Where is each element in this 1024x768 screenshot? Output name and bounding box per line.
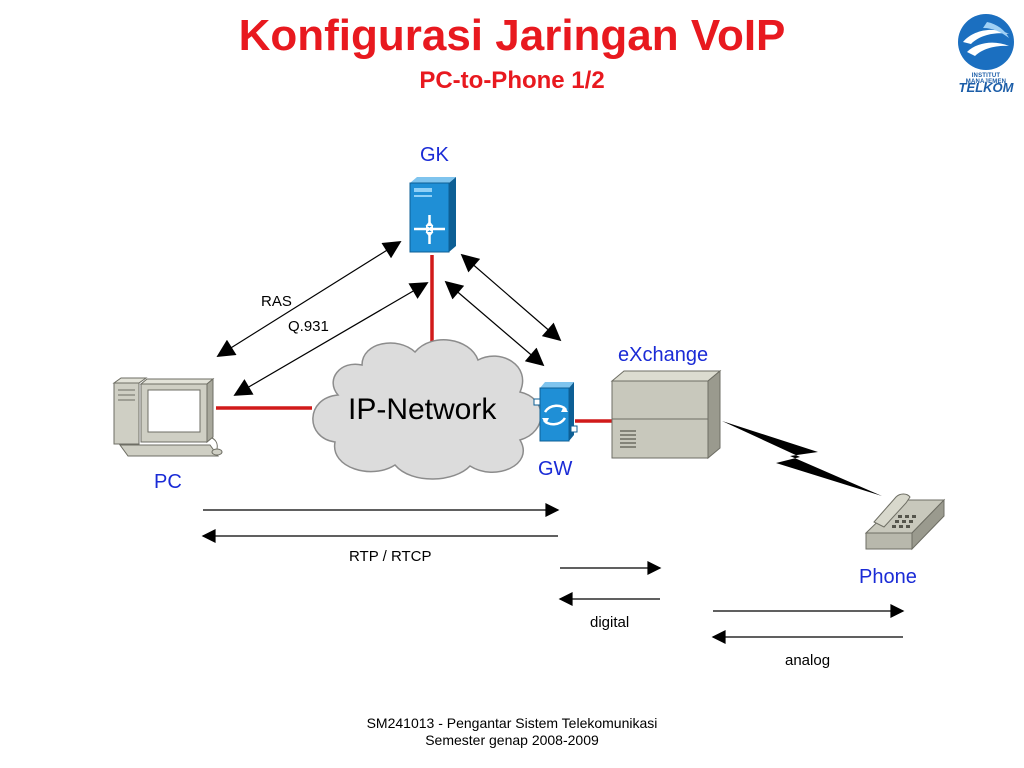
- phone-label: Phone: [859, 566, 917, 588]
- footer-semester: Semester genap 2008-2009: [425, 732, 599, 748]
- gateway-device-icon: [533, 382, 578, 442]
- gk-label: GK: [420, 144, 449, 166]
- exchange-label: eXchange: [618, 344, 709, 366]
- q931-label: Q.931: [288, 318, 329, 335]
- digital-label: digital: [590, 614, 630, 631]
- exchange-switch-icon: [610, 369, 722, 460]
- signalling-arrows: [216, 241, 562, 396]
- media-arrows: [201, 503, 905, 644]
- analog-label: analog: [785, 652, 831, 669]
- red-links: [216, 255, 612, 423]
- footer-course: SM241013 - Pengantar Sistem Telekomunika…: [366, 715, 658, 731]
- gw-label: GW: [538, 458, 573, 480]
- ras-arrow: [216, 241, 402, 357]
- wireless-link-icon: [722, 421, 882, 496]
- gk-gw-arrow-1: [460, 253, 562, 342]
- ip-network-label: IP-Network: [348, 393, 497, 426]
- q931-arrow: [233, 282, 429, 396]
- slide-subtitle: PC-to-Phone 1/2: [419, 67, 605, 94]
- telkom-logo: INSTITUT MANAJEMEN TELKOM: [953, 12, 1019, 96]
- pc-label: PC: [154, 471, 182, 493]
- gk-gw-arrow-2: [444, 280, 545, 367]
- ip-network-cloud-icon: [312, 339, 542, 480]
- rtp-rtcp-label: RTP / RTCP: [349, 548, 432, 565]
- logo-line2: TELKOM: [958, 80, 1014, 95]
- pc-computer-icon: [112, 377, 223, 457]
- telephone-icon: [864, 493, 946, 551]
- gatekeeper-server-icon: [409, 177, 456, 253]
- slide-title: Konfigurasi Jaringan VoIP: [238, 11, 786, 60]
- logo-line1: INSTITUT MANAJEMEN: [965, 73, 1007, 85]
- ras-label: RAS: [261, 293, 292, 310]
- logo-emblem-icon: [958, 14, 1014, 70]
